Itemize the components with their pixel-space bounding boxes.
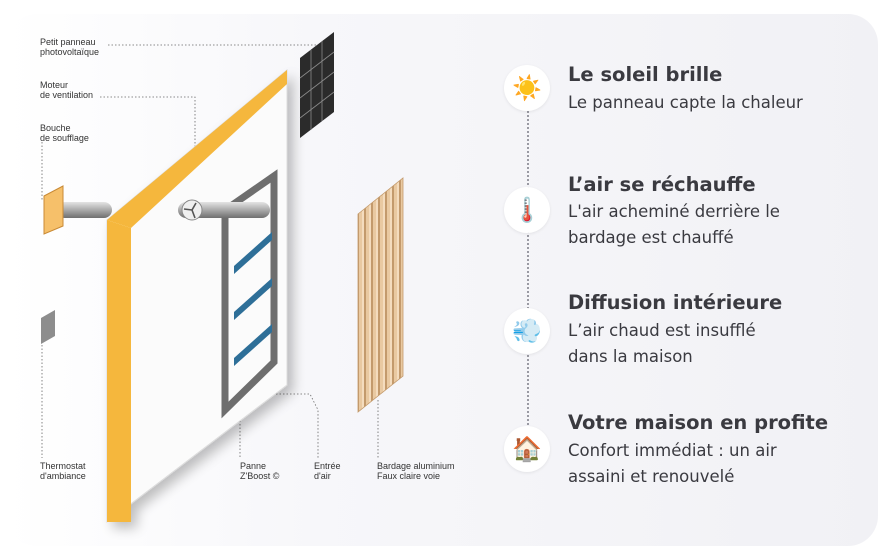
steps-timeline	[527, 88, 529, 448]
house-icon: 🏠	[504, 426, 550, 472]
wall	[106, 68, 288, 524]
label-thermostat: Thermostat d'ambiance	[40, 461, 86, 481]
step-text: L'air acheminé derrière le bardage est c…	[568, 202, 780, 247]
thermostat	[41, 310, 55, 344]
label-air-inlet: Entrée d'air	[314, 461, 341, 481]
ventilation-duct	[57, 199, 270, 221]
zboost-panel	[221, 169, 278, 419]
sun-icon: ☀️	[504, 65, 550, 111]
label-solar-panel: Petit panneau photovoltaïque	[40, 37, 100, 57]
step-title: Votre maison en profite	[568, 411, 829, 434]
step-title: Le soleil brille	[568, 63, 723, 86]
vent-outlet	[43, 185, 64, 235]
label-cladding: Bardage aluminium Faux claire voie	[377, 461, 455, 481]
label-zboost: Panne Z'Boost ©	[240, 461, 280, 481]
label-fan-motor: Moteur de ventilation	[40, 80, 94, 100]
step-text: L’air chaud est insufflé dans la maison	[568, 321, 756, 366]
step-title: L’air se réchauffe	[568, 173, 756, 196]
solar-panel	[299, 32, 335, 138]
step-title: Diffusion intérieure	[568, 291, 783, 314]
step-text: Confort immédiat : un air assaini et ren…	[568, 441, 777, 486]
label-vent: Bouche de soufflage	[40, 123, 89, 143]
step-text: Le panneau capte la chaleur	[568, 93, 803, 112]
wind-icon: 💨	[504, 308, 550, 354]
thermometer-icon: 🌡️	[504, 187, 550, 233]
aluminium-cladding	[357, 177, 404, 413]
